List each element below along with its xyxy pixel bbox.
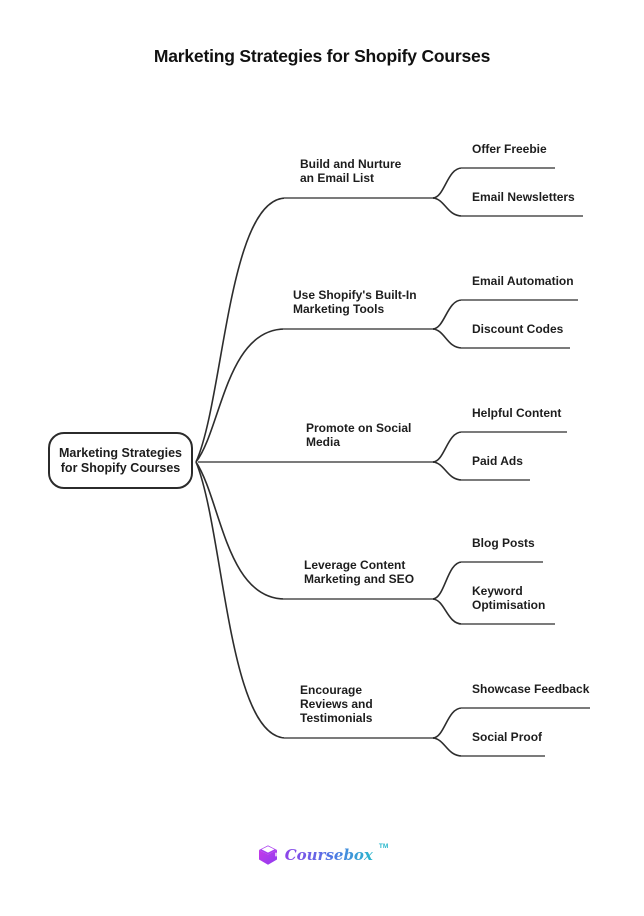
fork-2-up <box>432 299 463 330</box>
connector-branch-4 <box>195 461 286 600</box>
page-title: Marketing Strategies for Shopify Courses <box>153 46 491 66</box>
leaf-node-social-proof: Social Proof <box>472 729 543 744</box>
fork-2-down <box>432 328 463 349</box>
fork-5-up <box>432 707 463 739</box>
fork-5-down <box>432 737 463 757</box>
fork-4-up <box>432 561 463 600</box>
footer-brand: Coursebox TM <box>0 840 644 870</box>
coursebox-logo-text: Coursebox <box>284 846 373 864</box>
leaf-node-email-automation: Email Automation <box>472 273 574 288</box>
branch-node-email-list: Build and Nurture an Email List <box>300 156 402 185</box>
leaf-node-showcase-feedback: Showcase Feedback <box>472 681 590 696</box>
leaf-node-keyword-optimisation: Keyword Optimisation <box>472 583 546 612</box>
coursebox-logo-icon <box>258 845 277 865</box>
leaf-node-offer-freebie: Offer Freebie <box>472 141 547 156</box>
connector-branch-5 <box>195 461 287 739</box>
branch-node-social-media: Promote on Social Media <box>306 420 412 449</box>
branch-node-content-seo: Leverage Content Marketing and SEO <box>304 557 415 586</box>
branch-node-reviews: Encourage Reviews and Testimonials <box>300 682 373 725</box>
fork-4-down <box>432 598 463 625</box>
leaf-node-discount-codes: Discount Codes <box>472 321 564 336</box>
root-node-label: Marketing Strategies for Shopify Courses <box>59 445 182 475</box>
fork-3-down <box>432 461 463 481</box>
fork-curves <box>432 167 463 757</box>
fork-1-down <box>432 197 463 217</box>
leaf-node-helpful-content: Helpful Content <box>472 405 562 420</box>
fork-3-up <box>432 431 463 463</box>
branch-underlines <box>198 197 434 739</box>
leaf-node-blog-posts: Blog Posts <box>472 535 535 550</box>
fork-1-up <box>432 167 463 199</box>
trademark-mark: TM <box>378 843 389 850</box>
branch-node-builtin-tools: Use Shopify's Built-In Marketing Tools <box>293 287 417 316</box>
hub-curves <box>195 197 287 739</box>
root-node: Marketing Strategies for Shopify Courses <box>48 432 193 489</box>
leaf-node-paid-ads: Paid Ads <box>472 453 523 468</box>
leaf-node-email-newsletters: Email Newsletters <box>472 189 575 204</box>
connector-branch-1 <box>195 197 287 463</box>
connector-branch-2 <box>195 328 286 463</box>
leaf-underlines <box>461 167 590 757</box>
